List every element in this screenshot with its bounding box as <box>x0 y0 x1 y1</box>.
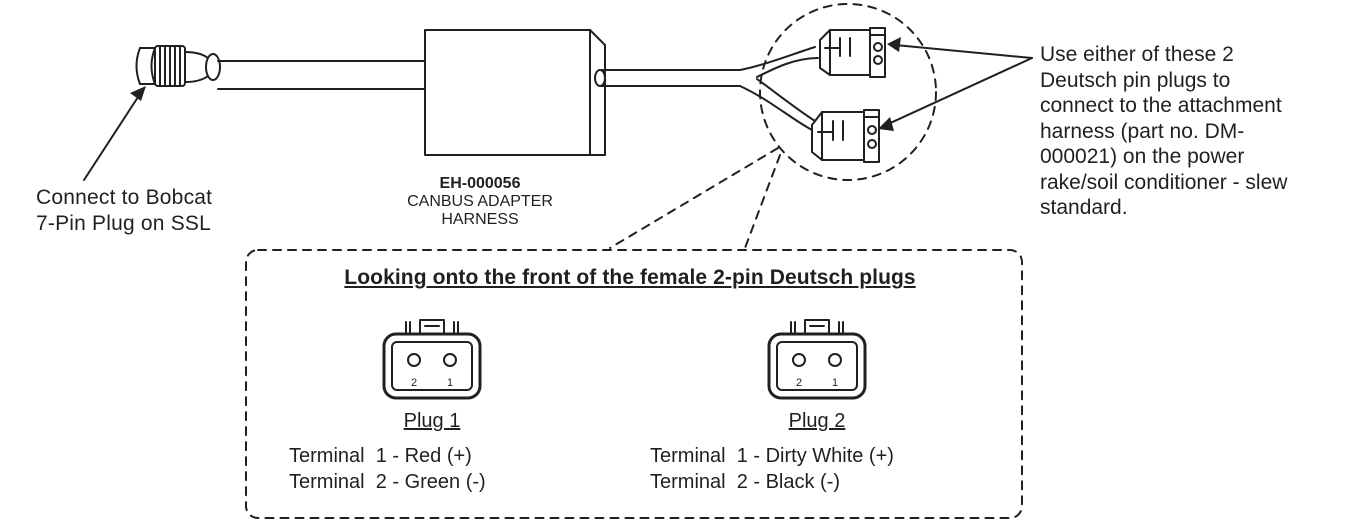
plug-1-title: Plug 1 <box>403 410 461 432</box>
plug-2-pin-1-label: 1 <box>832 377 838 389</box>
plug-1-face-icon: 2 1 <box>382 319 482 400</box>
arrow-to-lower-plug <box>878 57 1033 131</box>
bobcat-7-pin-connector <box>135 45 221 87</box>
instruction-line: rake/soil conditioner - slew <box>1040 170 1288 194</box>
arrow-to-upper-plug <box>887 37 1033 59</box>
plug-2-face-icon: 2 1 <box>767 319 867 400</box>
detail-panel <box>245 249 1023 519</box>
left-label-line: 7-Pin Plug on SSL <box>36 212 212 235</box>
part-name-line: HARNESS <box>441 211 519 228</box>
detail-leader-left <box>609 147 779 249</box>
part-name-line: CANBUS ADAPTER <box>407 193 553 210</box>
instruction-line: Deutsch pin plugs to <box>1040 68 1231 92</box>
plug-2-title: Plug 2 <box>788 410 846 432</box>
instruction-line: standard. <box>1040 196 1128 219</box>
adapter-part-label: EH-000056 CANBUS ADAPTER HARNESS <box>380 175 580 229</box>
plug-2-terminals: Terminal 1 - Dirty White (+) Terminal 2 … <box>650 443 894 495</box>
part-number: EH-000056 <box>439 175 521 192</box>
plug-2-terminal-1: Terminal 1 - Dirty White (+) <box>650 445 894 467</box>
instruction-line: Use either of these 2 <box>1040 43 1234 66</box>
cable-right <box>594 69 741 87</box>
plug-1-pin-2-label: 2 <box>411 377 417 389</box>
arrow-to-connector <box>83 86 146 181</box>
plug-1-terminal-1: Terminal 1 - Red (+) <box>289 445 472 467</box>
deutsch-plug-upper <box>819 27 886 78</box>
panel-title: Looking onto the front of the female 2-p… <box>344 266 916 289</box>
instruction-line: 000021) on the power <box>1040 145 1245 168</box>
plug-1-terminal-2: Terminal 2 - Green (-) <box>289 471 486 493</box>
left-label-line: Connect to Bobcat <box>36 186 213 209</box>
deutsch-plugs-instruction: Use either of these 2 Deutsch pin plugs … <box>1040 42 1360 221</box>
instruction-line: harness (part no. DM- <box>1040 119 1245 143</box>
adapter-box <box>424 29 606 156</box>
connect-to-bobcat-label: Connect to Bobcat 7-Pin Plug on SSL <box>36 185 212 237</box>
plug-2-pin-2-label: 2 <box>796 377 802 389</box>
plug-1-pin-1-label: 1 <box>447 377 453 389</box>
instruction-line: connect to the attachment <box>1040 94 1282 117</box>
cable-left <box>217 60 426 90</box>
detail-leader-right <box>744 154 781 249</box>
split-cables <box>739 46 819 131</box>
detail-circle <box>759 3 937 181</box>
deutsch-plug-lower <box>811 109 880 163</box>
plug-2-terminal-2: Terminal 2 - Black (-) <box>650 471 841 493</box>
plug-1-terminals: Terminal 1 - Red (+) Terminal 2 - Green … <box>289 443 486 495</box>
